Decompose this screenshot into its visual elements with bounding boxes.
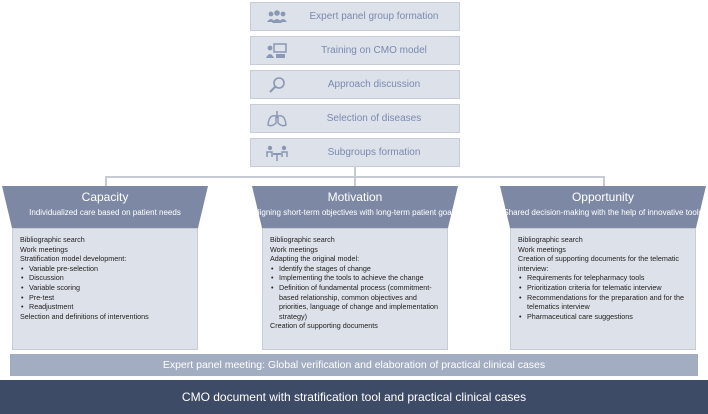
bullet-item: Variable scoring (21, 283, 191, 293)
bullet-list: Identify the stages of change Implementi… (270, 264, 441, 322)
presentation-training-icon (266, 43, 287, 58)
step-label: Approach discussion (327, 79, 421, 90)
people-group-icon (267, 10, 287, 23)
step-approach: Approach discussion (250, 70, 460, 99)
bullet-item: Implementing the tools to achieve the ch… (271, 273, 441, 283)
lungs-icon (267, 111, 287, 127)
bullet-item: Discussion (21, 273, 191, 283)
pillar-content-motivation: Bibliographic search Work meetings Adapt… (262, 228, 448, 350)
content-line: Bibliographic search (270, 235, 335, 244)
connector-vertical-main (354, 167, 356, 177)
step-subgroups: Subgroups formation (250, 138, 460, 167)
bullet-list: Requirements for telepharmacy tools Prio… (518, 273, 689, 321)
bullet-item: Pre-test (21, 293, 191, 303)
step-label: Selection of diseases (326, 113, 422, 124)
trapezoid-shape (252, 186, 458, 228)
content-line: Creation of supporting documents (270, 321, 378, 331)
pillar-header-capacity: Capacity Individualized care based on pa… (2, 186, 208, 228)
pillar-header-motivation: Motivation Aligning short-term objective… (252, 186, 458, 228)
bullet-list: Variable pre-selection Discussion Variab… (20, 264, 191, 312)
step-training: Training on CMO model (250, 36, 460, 65)
step-label: Subgroups formation (327, 147, 421, 158)
step-label: Training on CMO model (321, 45, 427, 56)
pillar-title: Opportunity (571, 190, 635, 204)
content-line: Creation of supporting documents for the… (518, 254, 680, 273)
pillar-title: Motivation (327, 190, 383, 204)
bullet-item: Recommendations for the preparation and … (519, 293, 689, 312)
trapezoid-shape (2, 186, 208, 228)
step-expert-panel: Expert panel group formation (250, 2, 460, 31)
pillar-subtitle: Individualized care based on patient nee… (29, 208, 181, 217)
bullet-item: Prioritization criteria for telematic in… (519, 283, 689, 293)
content-line: Adapting the original model: (270, 254, 360, 264)
connector-left (105, 176, 107, 186)
meeting-table-icon (266, 145, 288, 161)
bullet-item: Pharmaceutical care suggestions (519, 312, 689, 322)
bullet-item: Requirements for telepharmacy tools (519, 273, 689, 283)
final-document-bar: CMO document with stratification tool an… (0, 380, 708, 414)
bullet-item: Readjustment (21, 302, 191, 312)
bullet-item: Variable pre-selection (21, 264, 191, 274)
pillar-header-opportunity: Opportunity Shared decision-making with … (500, 186, 706, 228)
pillar-subtitle: Aligning short-term objectives with long… (252, 208, 458, 217)
trapezoid-shape (500, 186, 706, 228)
bullet-item: Definition of fundamental process (commi… (271, 283, 441, 321)
pillar-subtitle: Shared decision-making with the help of … (503, 208, 703, 217)
pillar-content-capacity: Bibliographic search Work meetings Strat… (12, 228, 198, 350)
bullet-item: Identify the stages of change (271, 264, 441, 274)
connector-right (603, 176, 605, 186)
content-line: Work meetings (270, 244, 318, 254)
content-line: Work meetings (518, 244, 566, 254)
content-line: Work meetings (20, 244, 68, 254)
content-line: Bibliographic search (20, 235, 85, 244)
content-line: Selection and definitions of interventio… (20, 311, 149, 321)
pillar-title: Capacity (81, 190, 129, 204)
content-line: Bibliographic search (518, 235, 583, 244)
step-diseases: Selection of diseases (250, 104, 460, 133)
step-label: Expert panel group formation (309, 11, 439, 22)
content-line: Stratification model development: (20, 254, 127, 264)
magnifier-icon (269, 77, 285, 93)
expert-panel-meeting-bar: Expert panel meeting: Global verificatio… (10, 354, 698, 376)
connector-center (354, 176, 356, 186)
pillar-content-opportunity: Bibliographic search Work meetings Creat… (510, 228, 696, 350)
